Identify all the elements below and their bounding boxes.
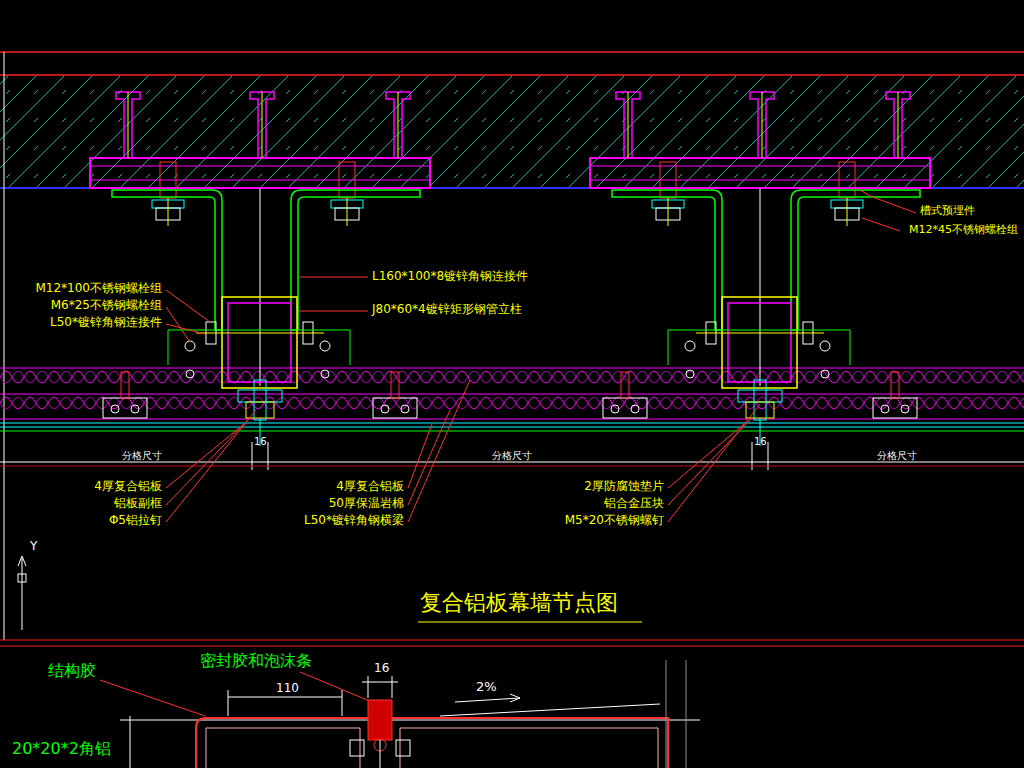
part-label: L160*100*8镀锌角钢连接件	[372, 270, 528, 284]
part-label: 4厚复合铝板	[336, 480, 404, 494]
part-label: 2厚防腐蚀垫片	[584, 480, 664, 494]
part-label: L50*镀锌角钢连接件	[50, 316, 162, 330]
axis-label: Y	[30, 540, 37, 554]
dimension-number: 16	[254, 436, 267, 448]
dimension-number: 16	[754, 436, 767, 448]
dimension-number: 16	[374, 662, 389, 676]
part-label: 20*20*2角铝	[12, 740, 111, 758]
part-label: 密封胶和泡沫条	[200, 652, 312, 670]
dimension-label: 分格尺寸	[122, 450, 162, 462]
part-label: M12*100不锈钢螺栓组	[35, 282, 162, 296]
part-label: M5*20不锈钢螺钉	[565, 514, 664, 528]
part-label: L50*镀锌角钢横梁	[304, 514, 404, 528]
part-label: M6*25不锈钢螺栓组	[51, 299, 162, 313]
dimension-number: 110	[276, 682, 299, 696]
dimension-label: 分格尺寸	[877, 450, 917, 462]
part-label: J80*60*4镀锌矩形钢管立柱	[372, 303, 522, 317]
part-label: 铝板副框	[114, 497, 162, 511]
part-label: Φ5铝拉钉	[109, 514, 162, 528]
part-label: 槽式预埋件	[920, 205, 975, 218]
part-label: 结构胶	[48, 662, 96, 680]
part-label: 50厚保温岩棉	[329, 497, 404, 511]
part-label: 铝合金压块	[604, 497, 664, 511]
part-label: 4厚复合铝板	[94, 480, 162, 494]
part-label: M12*45不锈钢螺栓组	[909, 224, 1018, 237]
diagram-title: 复合铝板幕墙节点图	[420, 590, 618, 615]
dimension-label: 分格尺寸	[492, 450, 532, 462]
slope-label: 2%	[476, 680, 497, 695]
